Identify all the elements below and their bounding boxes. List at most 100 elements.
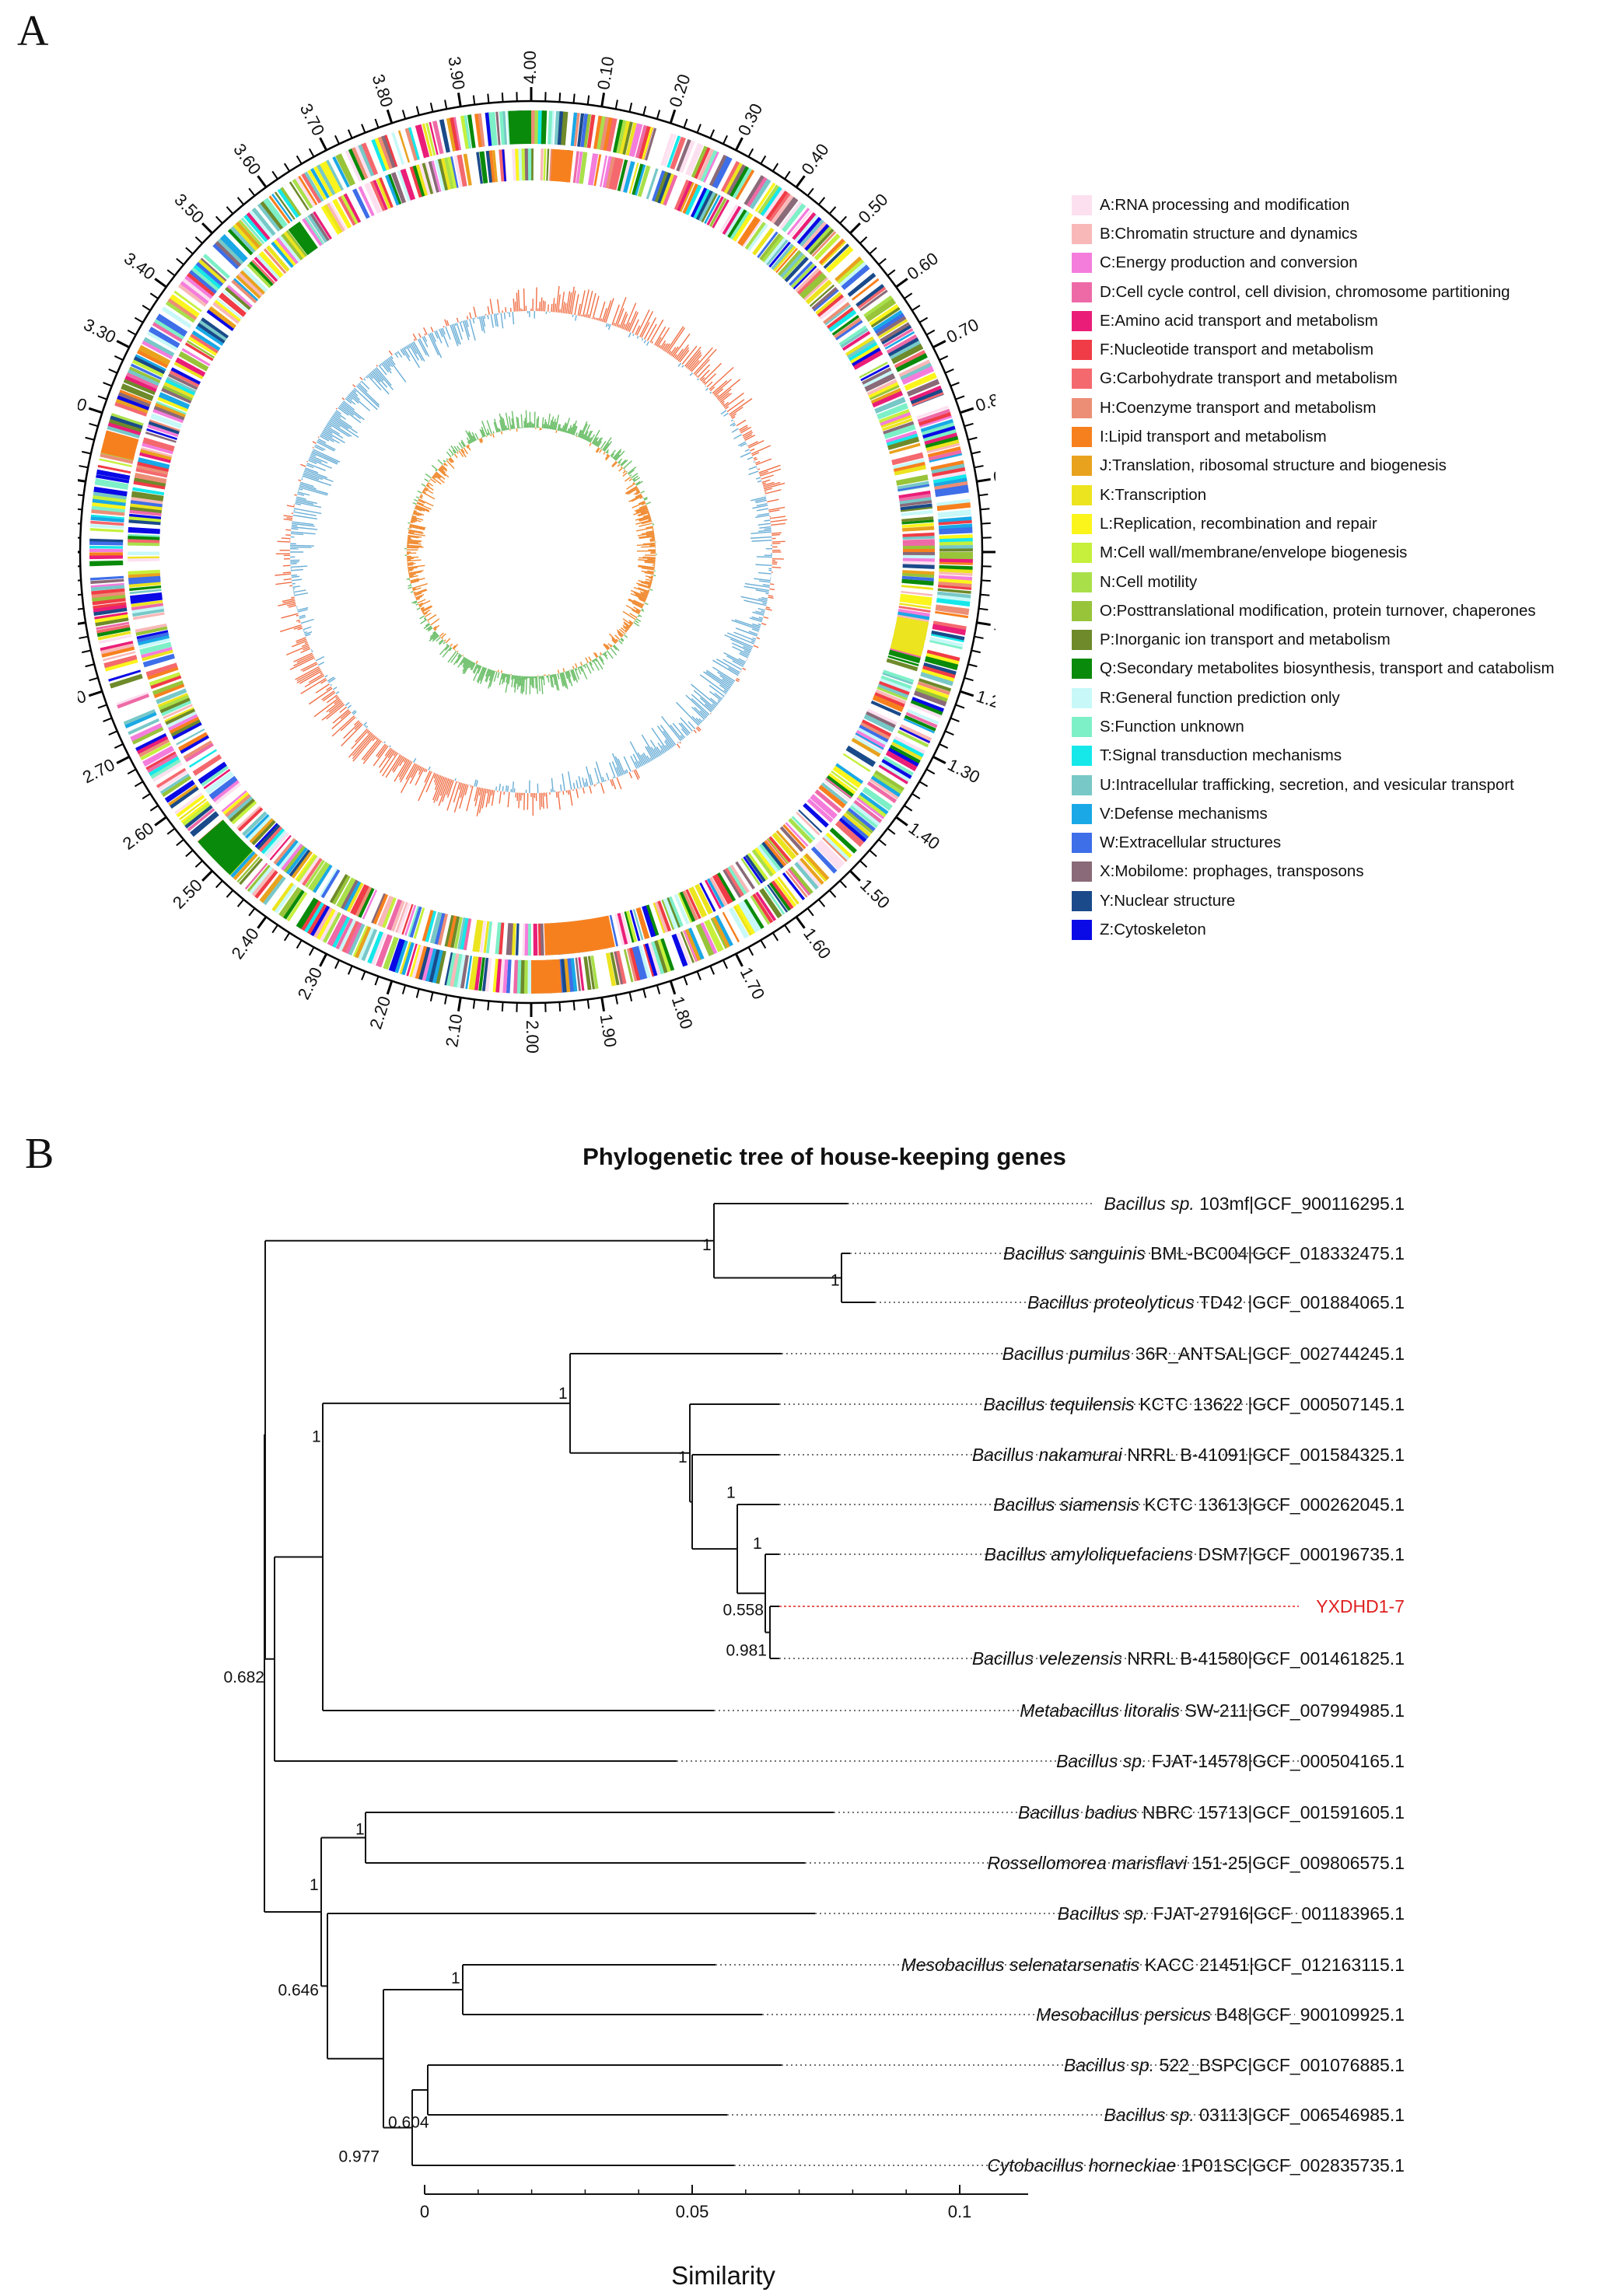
- ruler-tick: [271, 170, 278, 180]
- ruler-tick: [347, 965, 353, 975]
- cog-feature: [747, 223, 768, 252]
- gc-bar: [716, 379, 741, 399]
- gc-bar: [329, 419, 341, 428]
- leaf-strain: 522_BSPC|GCF_001076885.1: [1154, 2055, 1405, 2075]
- cog-feature: [190, 334, 219, 354]
- cog-feature: [265, 831, 289, 858]
- cog-feature: [107, 421, 142, 435]
- gc-bar: [719, 392, 730, 402]
- gc-bar: [657, 743, 666, 753]
- ruler-tick: [82, 649, 92, 654]
- cog-feature: [939, 526, 973, 535]
- cog-feature: [90, 578, 124, 585]
- cog-feature: [813, 289, 839, 312]
- gc-bar: [677, 362, 682, 367]
- gc-bar: [443, 639, 446, 642]
- cog-feature: [89, 548, 124, 552]
- gc-bar: [635, 488, 639, 491]
- cog-feature: [634, 164, 646, 196]
- gc-bar: [324, 426, 344, 439]
- ruler-tick: [971, 450, 981, 455]
- cog-feature: [109, 673, 143, 689]
- gc-bar: [366, 376, 369, 379]
- cog-feature: [629, 910, 641, 942]
- gc-bar: [665, 326, 684, 353]
- gc-bar: [597, 317, 599, 321]
- leaf-label: Bacillus sanguinis BML-BC004|GCF_0183324…: [1003, 1243, 1405, 1263]
- gc-bar: [366, 375, 382, 391]
- legend-label: C:Energy production and conversion: [1100, 253, 1358, 272]
- gc-bar: [499, 413, 505, 432]
- cog-feature: [799, 218, 826, 248]
- gc-bar: [565, 671, 569, 680]
- gc-bar: [450, 457, 455, 463]
- ruler-tick: [472, 95, 476, 105]
- gc-bar: [735, 679, 740, 683]
- gc-bar: [643, 497, 648, 500]
- leaf-label: Bacillus proteolyticus TD42 |GCF_0018840…: [1027, 1292, 1405, 1312]
- gc-bar: [693, 348, 717, 375]
- gc-bar: [772, 566, 782, 568]
- leaf-strain: KCTC 13622 |GCF_000507145.1: [1135, 1394, 1405, 1414]
- cog-feature: [642, 905, 656, 938]
- gc-bar: [460, 441, 465, 448]
- cog-feature: [906, 379, 940, 397]
- gc-bar: [313, 449, 341, 463]
- gc-bar: [555, 414, 559, 431]
- gc-bar: [409, 523, 426, 529]
- cog-feature: [533, 923, 538, 956]
- cog-feature: [141, 646, 173, 659]
- cog-feature: [694, 147, 711, 180]
- cog-feature: [117, 693, 150, 709]
- cog-feature: [413, 907, 425, 939]
- leaf-species: Rossellomorea marisflavi: [987, 1853, 1188, 1873]
- cog-feature: [605, 952, 617, 987]
- cog-feature: [740, 858, 761, 886]
- cog-feature: [888, 652, 920, 664]
- gc-bar: [567, 292, 572, 314]
- gc-bar: [300, 463, 306, 467]
- gc-bar: [460, 439, 467, 447]
- gc-bar: [411, 342, 423, 362]
- cog-feature: [823, 302, 850, 324]
- gc-bar: [287, 603, 296, 606]
- cog-feature: [132, 612, 165, 620]
- gc-bar: [664, 740, 671, 750]
- cog-feature: [773, 246, 796, 272]
- cog-feature: [833, 317, 862, 340]
- gc-bar: [583, 424, 590, 439]
- axis-tick-label: 0.05: [676, 2202, 709, 2221]
- gc-bar: [511, 425, 513, 429]
- cog-feature: [828, 309, 857, 333]
- cog-feature: [897, 611, 930, 621]
- gc-bar: [693, 690, 716, 709]
- ruler-tick: [85, 436, 95, 441]
- gc-bar: [291, 531, 316, 535]
- legend-swatch: [1072, 223, 1092, 244]
- gc-bar: [497, 428, 500, 432]
- cog-feature: [894, 465, 926, 476]
- cog-feature: [624, 911, 635, 943]
- gc-bar: [588, 656, 592, 662]
- gc-bar: [614, 450, 625, 461]
- gc-bar: [363, 722, 368, 726]
- cog-feature: [635, 124, 648, 159]
- gc-bar: [292, 585, 301, 588]
- ruler-tick-label: 1.80: [668, 994, 697, 1031]
- cog-feature: [899, 596, 932, 606]
- gc-bar: [499, 420, 503, 432]
- gc-bar: [293, 511, 317, 516]
- gc-bar: [670, 347, 677, 356]
- leaf-label: Bacillus tequilensis KCTC 13622 |GCF_000…: [983, 1394, 1405, 1414]
- cog-feature: [242, 267, 268, 293]
- cog-feature: [646, 168, 659, 200]
- gc-bar: [547, 413, 551, 429]
- ruler-tick: [134, 316, 144, 323]
- gc-bar: [412, 512, 420, 516]
- gc-bar: [388, 350, 393, 356]
- ruler-tick: [415, 106, 420, 116]
- cog-feature: [795, 267, 820, 293]
- cog-feature: [221, 790, 247, 813]
- cog-feature: [855, 732, 884, 750]
- gc-bar: [408, 586, 412, 589]
